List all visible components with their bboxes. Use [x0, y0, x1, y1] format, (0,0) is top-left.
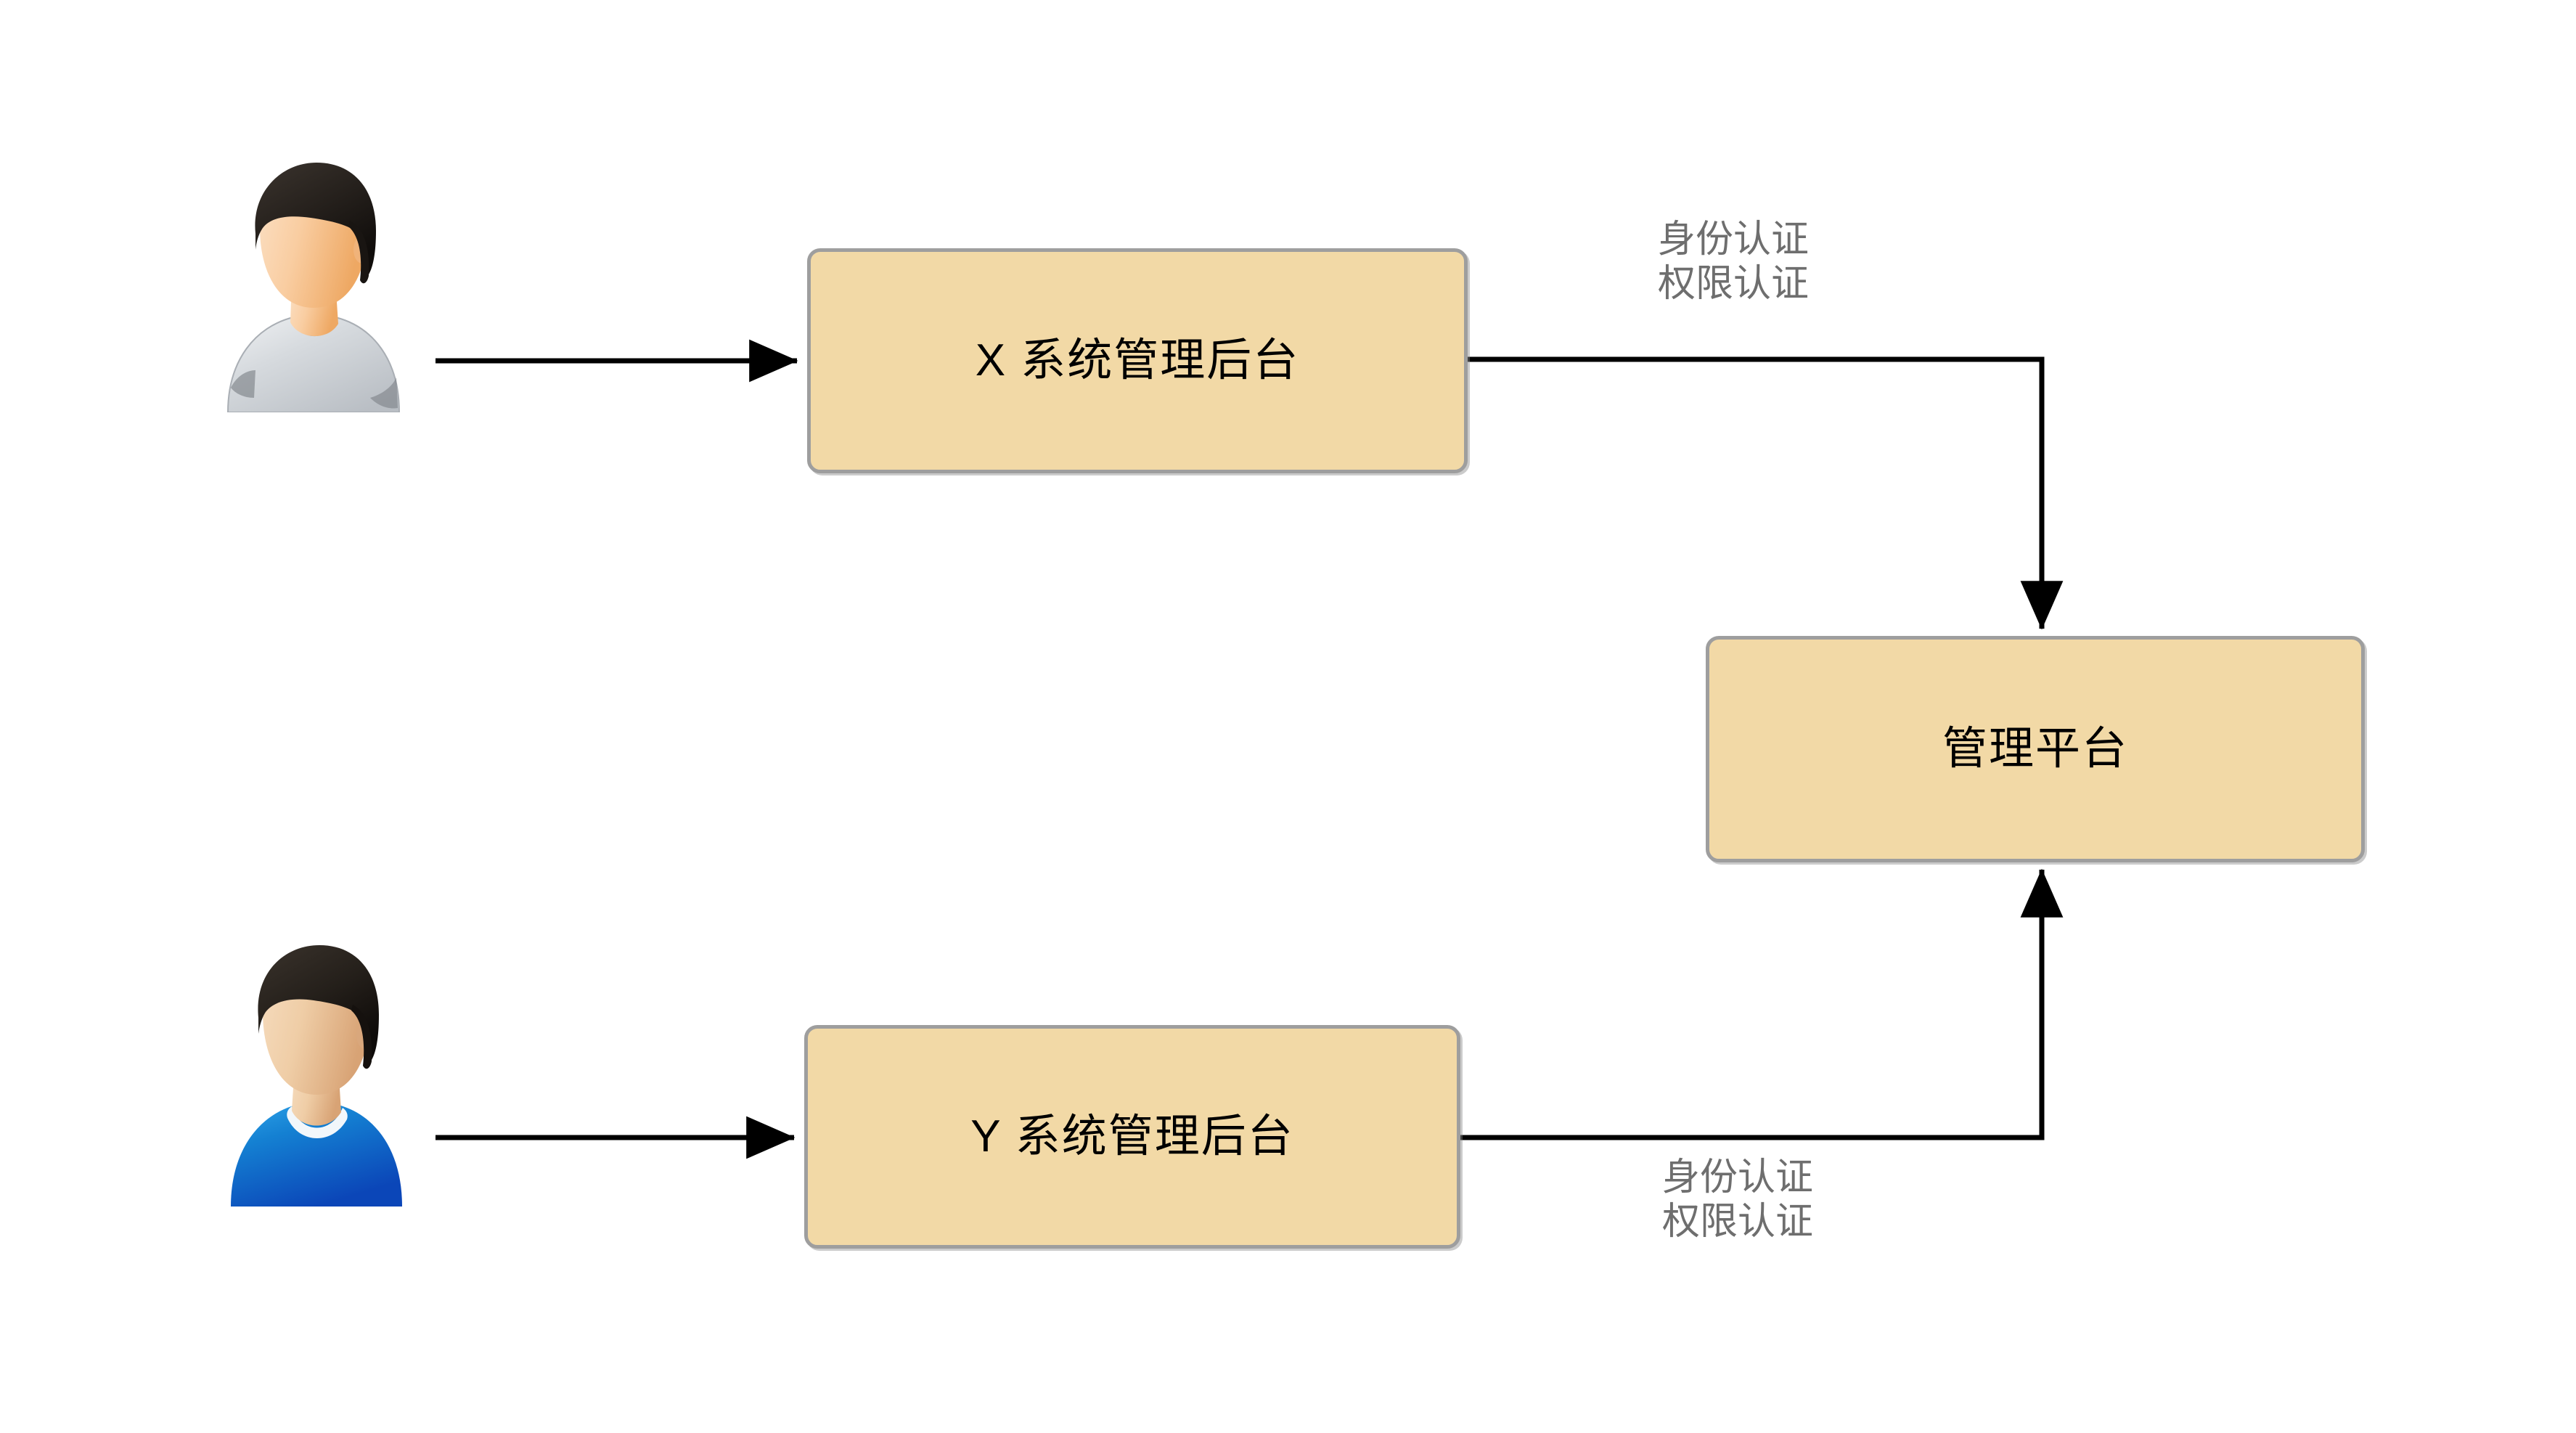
- avatar-hair: [258, 945, 379, 1060]
- edge-label-x-system-to-platform: 身份认证 权限认证: [1658, 218, 1809, 307]
- node-x-system[interactable]: X 系统管理后台: [807, 248, 1468, 473]
- avatar-hair: [255, 163, 376, 274]
- connector-y-system-to-platform: [1460, 868, 2064, 1140]
- avatar-sleeve-right: [370, 377, 398, 409]
- edge-label-line-identity: 身份认证: [1658, 219, 1810, 261]
- user-avatar-icon-y: [219, 936, 414, 1207]
- node-x-system-label: X 系统管理后台: [975, 335, 1300, 385]
- node-platform-label: 管理平台: [1942, 724, 2128, 774]
- node-y-system-label: Y 系统管理后台: [970, 1111, 1294, 1161]
- edge-label-y-system-to-platform: 身份认证 权限认证: [1662, 1156, 1813, 1245]
- node-y-system[interactable]: Y 系统管理后台: [804, 1025, 1460, 1249]
- avatar-sleeve-left: [231, 370, 255, 398]
- node-platform[interactable]: 管理平台: [1706, 636, 2365, 862]
- edge-label-line-permission: 权限认证: [1658, 263, 1810, 306]
- avatar-hair-side: [348, 221, 369, 284]
- avatar-body: [231, 1105, 402, 1207]
- edge-label-line-permission: 权限认证: [1662, 1201, 1814, 1244]
- connector-x-system-to-platform: [1468, 356, 2064, 630]
- user-avatar-icon-x: [215, 158, 411, 413]
- edge-label-line-identity: 身份认证: [1662, 1156, 1814, 1199]
- avatar-hair-side: [351, 1005, 372, 1069]
- avatar-collar-trim: [287, 1106, 348, 1139]
